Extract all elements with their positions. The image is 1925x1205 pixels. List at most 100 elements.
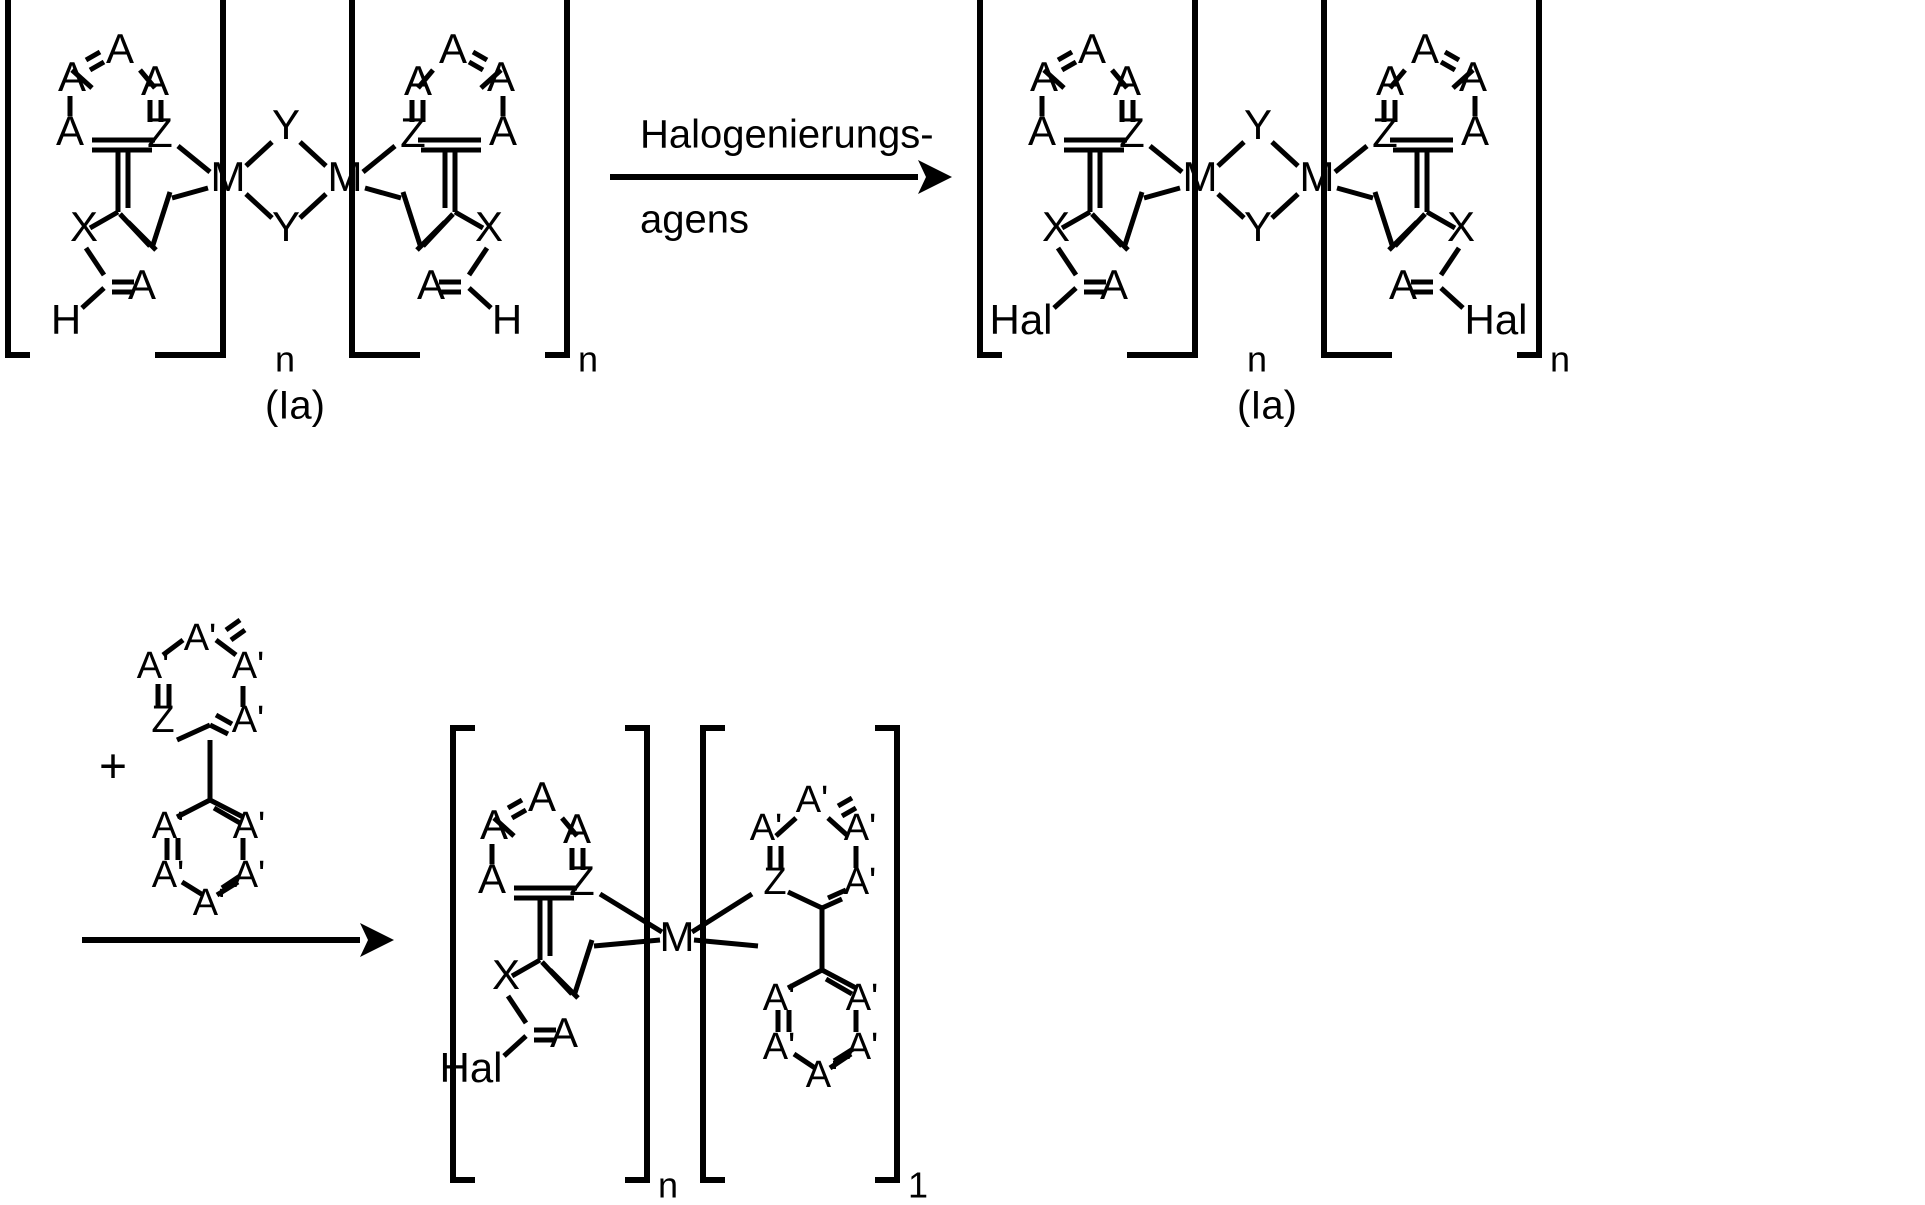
atom-A: A <box>528 773 556 820</box>
bond-C-Ap-l2d <box>212 805 242 826</box>
bond-M-Z-right <box>1333 144 1369 174</box>
atom-A-prime: A' <box>184 617 217 659</box>
bracket-close-right-2 <box>1517 0 1542 358</box>
atom-A-prime: A' <box>846 977 879 1019</box>
bond-M-Y-upper-left <box>1216 140 1246 168</box>
bond-Y-M-lower-right <box>298 192 328 220</box>
bracket-close-right-1 <box>545 0 570 358</box>
right-unit-lower-ring-4: A' A' A' A' A' <box>763 967 879 1096</box>
atom-A-prime: A' <box>137 645 170 687</box>
atom-X: X <box>1447 203 1475 250</box>
bond-Ap-Ap-r2e <box>840 805 858 819</box>
atom-A-prime: A' <box>844 861 877 903</box>
atom-A: A <box>487 53 515 100</box>
atom-Hal: Hal <box>1464 296 1527 343</box>
bond-A5-M <box>1121 191 1145 249</box>
atom-A-prime: A' <box>750 807 783 849</box>
bond-Z-M-left <box>176 144 212 174</box>
bracket-close-left-4 <box>625 725 650 1183</box>
atom-A: A <box>489 107 517 154</box>
atom-A-prime: A' <box>193 882 226 924</box>
structure-2-product: A A A A Z X A Hal M <box>977 0 1570 428</box>
atom-A: A <box>1459 53 1487 100</box>
bond-A-A-a1 <box>70 68 94 90</box>
atom-Z: Z <box>1119 109 1145 156</box>
bond-A-A-double-b <box>510 807 528 821</box>
bond-M-C-right <box>1336 185 1374 201</box>
structure-3-ligand: + A' A' A' A' Z <box>99 617 265 924</box>
atom-Z: Z <box>151 699 174 741</box>
bond-A-A-a2 <box>1110 68 1129 90</box>
bond-A-A-b2 <box>416 68 435 90</box>
left-unit-six-ring-1: A A A A Z <box>56 25 173 156</box>
bond-CHal-Hal <box>1052 286 1078 310</box>
atom-A: A <box>404 57 432 104</box>
atom-A: A <box>563 805 591 852</box>
bond-A-A-b1 <box>1451 68 1475 90</box>
bond-C-M-left <box>171 185 209 201</box>
bond-A-A-a1 <box>492 816 516 838</box>
bond-A5-M-r <box>400 191 424 249</box>
bond-Ap-Ap-l5 <box>180 879 205 898</box>
atom-A: A <box>550 1009 578 1056</box>
bridge-YY-2: Y Y <box>1216 101 1300 250</box>
bracket-open-right-2 <box>1321 0 1392 358</box>
bond-C-Ap-rd1 <box>826 887 848 901</box>
bond-A-A-a2 <box>138 68 157 90</box>
atom-M: M <box>1183 153 1218 200</box>
right-unit-six-ring-2: A A A A Z <box>1372 25 1489 156</box>
bond-C-M-left <box>593 937 661 949</box>
bond-M-Y-upper-left <box>244 140 274 168</box>
atom-Z: Z <box>147 109 173 156</box>
caption-structure-2: (Ia) <box>1237 384 1297 428</box>
bond-C-X-r <box>1425 209 1457 231</box>
left-metal-1: M <box>171 144 246 201</box>
left-unit-six-ring-2: A A A A Z <box>1028 25 1145 156</box>
bond-C-Ap-ud2 <box>208 722 230 737</box>
atom-A: A <box>1078 25 1106 72</box>
bridge-YY-1: Y Y <box>244 101 328 250</box>
atom-A-prime: A' <box>763 977 796 1019</box>
bond-C-Ap-l1 <box>175 797 212 820</box>
bond-C-X-r <box>453 209 485 231</box>
atom-A: A <box>1389 261 1417 308</box>
right-unit-five-ring-1: X A H <box>400 150 522 343</box>
bond-Ap-Ap-r2 <box>826 816 850 838</box>
bond-Ap-Ap-u1 <box>161 638 185 657</box>
bond-CHal-Hal-r <box>1439 286 1465 310</box>
bond-Y-M-upper-right <box>298 140 328 168</box>
atom-A-prime: A' <box>846 1026 879 1068</box>
atom-X: X <box>1042 203 1070 250</box>
bracket-open-right-1 <box>349 0 420 358</box>
atom-Hal: Hal <box>989 296 1052 343</box>
bond-C-X <box>510 957 542 979</box>
atom-A: A <box>1030 53 1058 100</box>
bracket-close-left-1 <box>155 0 226 358</box>
atom-X: X <box>492 951 520 998</box>
atom-A-prime: A' <box>844 807 877 849</box>
bond-A-A-double-a <box>506 797 524 811</box>
atom-A: A <box>1461 107 1489 154</box>
atom-A: A <box>439 25 467 72</box>
reagent-label-line1: Halogenierungs- <box>640 113 934 157</box>
bracket-open-left-2 <box>977 0 1002 358</box>
atom-X: X <box>70 203 98 250</box>
atom-A-prime: A' <box>232 699 265 741</box>
atom-A: A <box>480 801 508 848</box>
atom-A-prime: A' <box>806 1054 839 1096</box>
bond-A5-M <box>149 191 173 249</box>
atom-A-prime: A' <box>152 805 185 847</box>
atom-A-prime: A' <box>796 779 829 821</box>
right-unit-five-ring-2: X A Hal <box>1372 150 1528 343</box>
bond-A5-M-r <box>1372 191 1396 249</box>
ligand-lower-ring: A' A' A' A' A' <box>152 797 266 924</box>
atom-M: M <box>660 913 695 960</box>
right-metal-1: M <box>328 144 402 201</box>
atom-A-prime: A' <box>233 854 266 896</box>
subscript-n-right-1: n <box>578 339 598 380</box>
bond-CH-H-r <box>467 286 493 310</box>
bond-C-M-left <box>1143 185 1181 201</box>
atom-H: H <box>492 296 522 343</box>
left-metal-2: M <box>1143 144 1218 201</box>
